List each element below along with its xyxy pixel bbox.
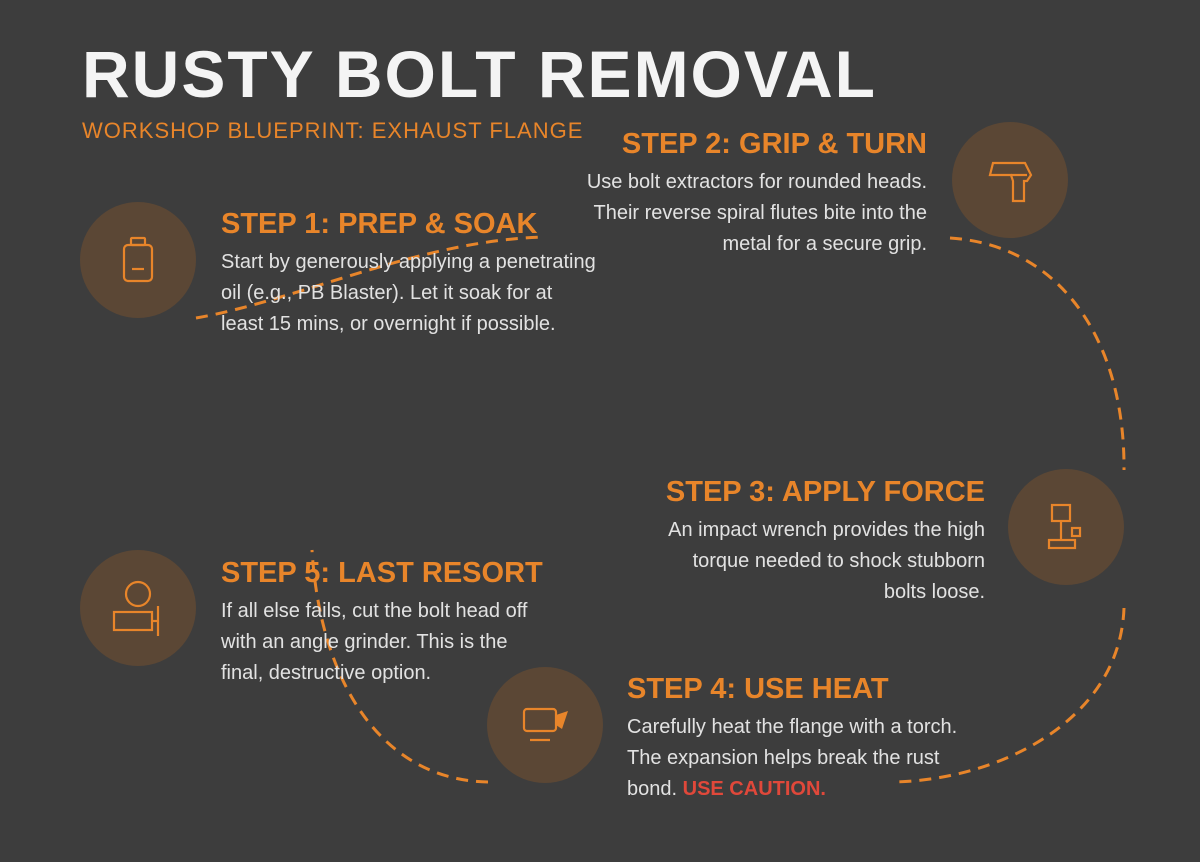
step-5: STEP 5: LAST RESORT If all else fails, c…: [221, 557, 543, 689]
page-title: RUSTY BOLT REMOVAL: [82, 37, 877, 111]
step-4-text: Carefully heat the flange with a torch.T…: [627, 716, 958, 800]
step-5-icon-circle: [80, 550, 196, 666]
connector-3-4: [892, 607, 1126, 784]
connector-1-2: [195, 235, 546, 320]
connector-2-3: [949, 236, 1126, 471]
caution-label: USE CAUTION.: [682, 778, 826, 800]
step-1-text: Start by generously applying a penetrati…: [221, 251, 596, 335]
bolt-extractor-icon: [988, 161, 1033, 203]
step-3-heading: STEP 3: APPLY FORCE: [665, 476, 985, 508]
step-2-icon-circle: [952, 122, 1068, 238]
step-1: STEP 1: PREP & SOAK Start by generously …: [221, 208, 596, 340]
oil-can-icon: [122, 236, 154, 283]
angle-grinder-icon: [112, 580, 160, 636]
step-2: STEP 2: GRIP & TURN Use bolt extractors …: [587, 128, 927, 260]
step-5-text: If all else fails, cut the bolt head off…: [221, 600, 528, 684]
page-subtitle: WORKSHOP BLUEPRINT: EXHAUST FLANGE: [82, 118, 584, 143]
step-1-icon-circle: [80, 202, 196, 318]
step-5-heading: STEP 5: LAST RESORT: [221, 557, 543, 589]
step-4-heading: STEP 4: USE HEAT: [627, 673, 889, 705]
step-4: STEP 4: USE HEAT Carefully heat the flan…: [627, 673, 957, 805]
impact-wrench-icon: [1047, 503, 1082, 550]
step-4-icon-circle: [487, 667, 603, 783]
step-2-heading: STEP 2: GRIP & TURN: [621, 128, 927, 160]
step-1-heading: STEP 1: PREP & SOAK: [221, 208, 538, 240]
connector-4-5: [310, 549, 489, 784]
step-2-text: Use bolt extractors for rounded heads.Th…: [586, 171, 927, 255]
step-3: STEP 3: APPLY FORCE An impact wrench pro…: [666, 476, 985, 608]
step-3-icon-circle: [1008, 469, 1124, 585]
torch-icon: [522, 707, 568, 742]
